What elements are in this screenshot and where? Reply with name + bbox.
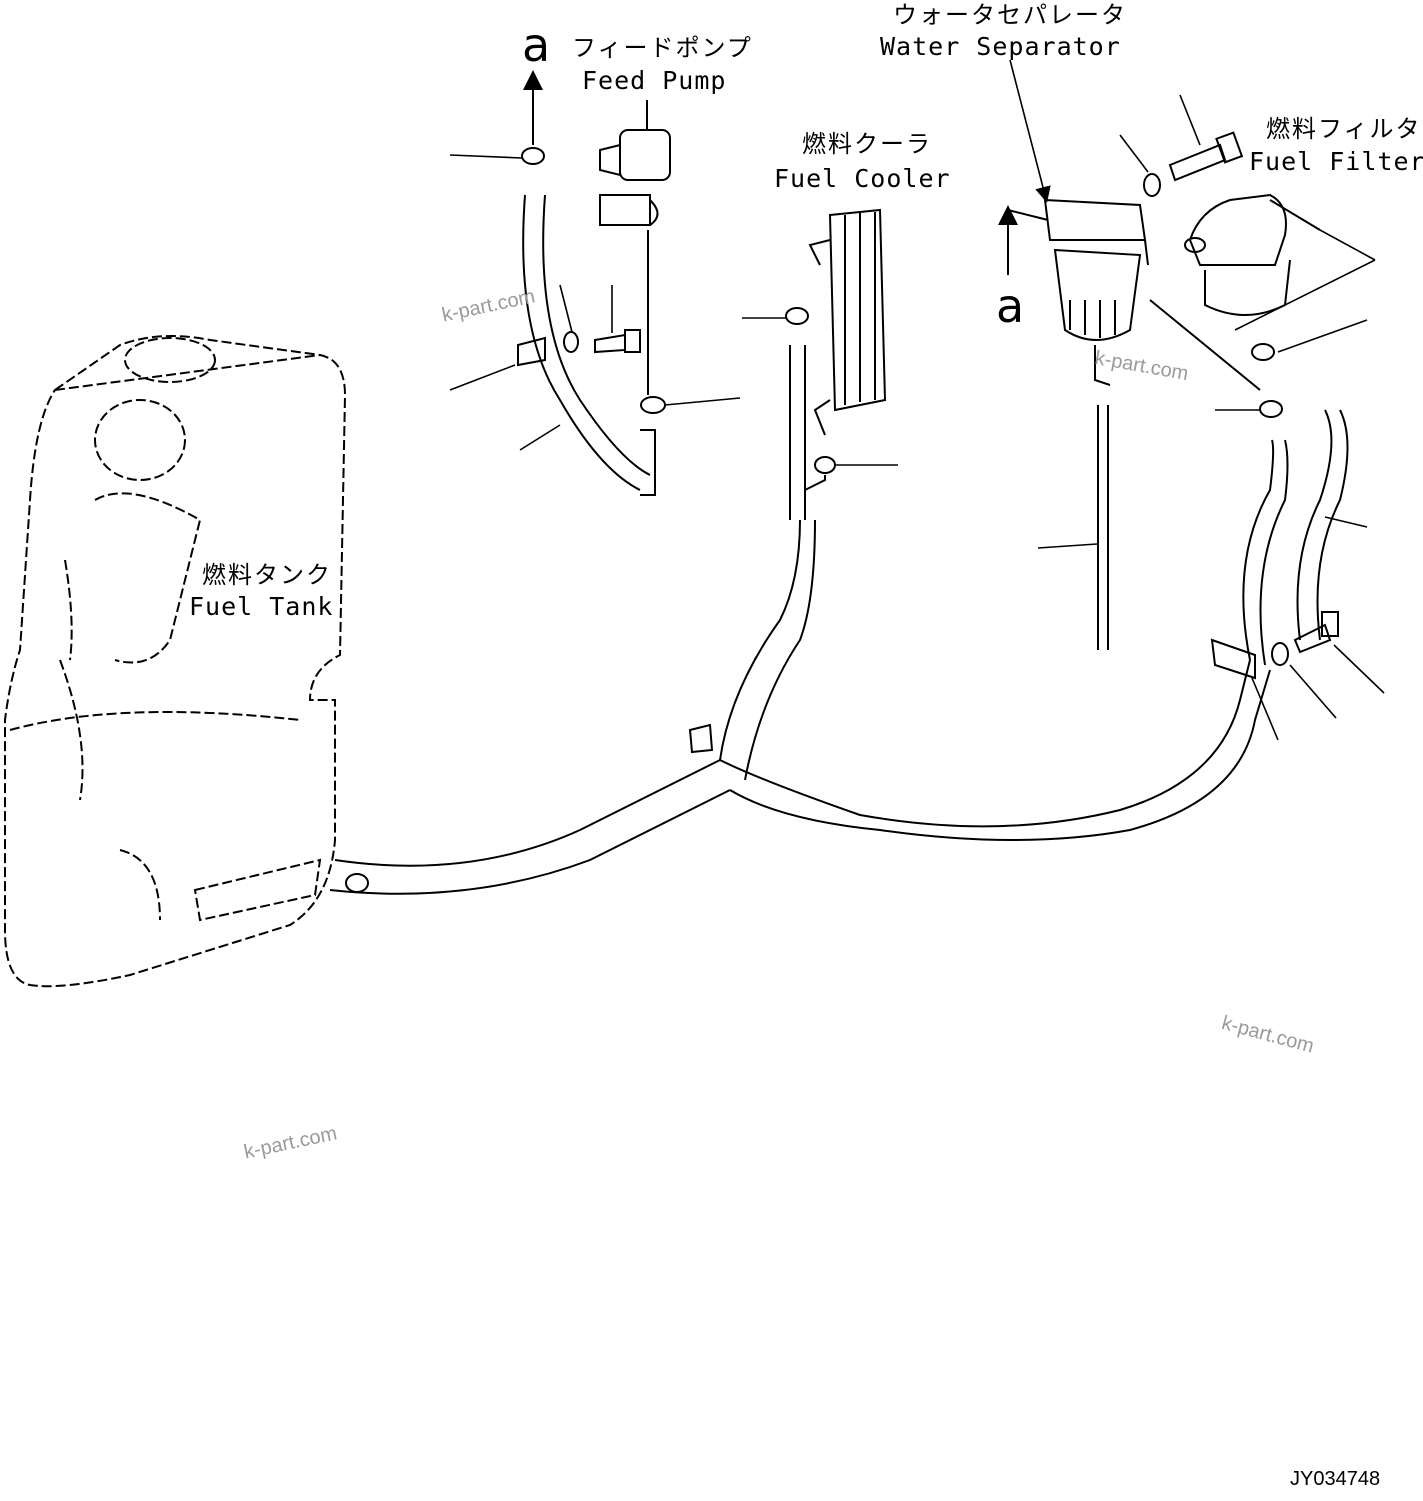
- feed-pump-hose: [522, 194, 656, 496]
- fuel-cooler-label-jp: 燃料クーラ: [802, 130, 932, 158]
- fuel-tank-label-jp: 燃料タンク: [202, 561, 332, 589]
- water-separator-label-jp: ウォータセパレータ: [893, 1, 1127, 29]
- feed-pump-label-en: Feed Pump: [582, 66, 727, 95]
- cooler-hose: [789, 345, 806, 520]
- fuel-tank-outline: [4, 335, 347, 988]
- clip-brackets: [517, 336, 1256, 754]
- drawing-code: JY034748: [1290, 1468, 1381, 1490]
- drain-pipe: [1097, 405, 1109, 650]
- fuel-tank-label-en: Fuel Tank: [189, 592, 334, 621]
- reference-mark-a-top: a: [522, 18, 552, 72]
- reference-mark-a-right: a: [996, 279, 1026, 333]
- fuel-filter-label-en: Fuel Filter: [1249, 147, 1423, 176]
- feed-pump-label-jp: フィードポンプ: [572, 34, 753, 62]
- fuel-cooler-label-en: Fuel Cooler: [774, 164, 951, 193]
- feed-pump-drawing: [599, 100, 671, 414]
- fuel-cooler-drawing: [804, 208, 887, 491]
- water-separator-drawing: [1043, 198, 1261, 391]
- water-separator-label-en: Water Separator: [880, 32, 1121, 61]
- hose-clamps: [345, 147, 1283, 893]
- main-hose: [329, 409, 1349, 895]
- leader-lines: [449, 59, 1385, 741]
- fuel-filter-label-jp: 燃料フィルタ: [1266, 115, 1422, 143]
- fasteners: [563, 131, 1339, 666]
- reference-arrows: [523, 70, 1049, 275]
